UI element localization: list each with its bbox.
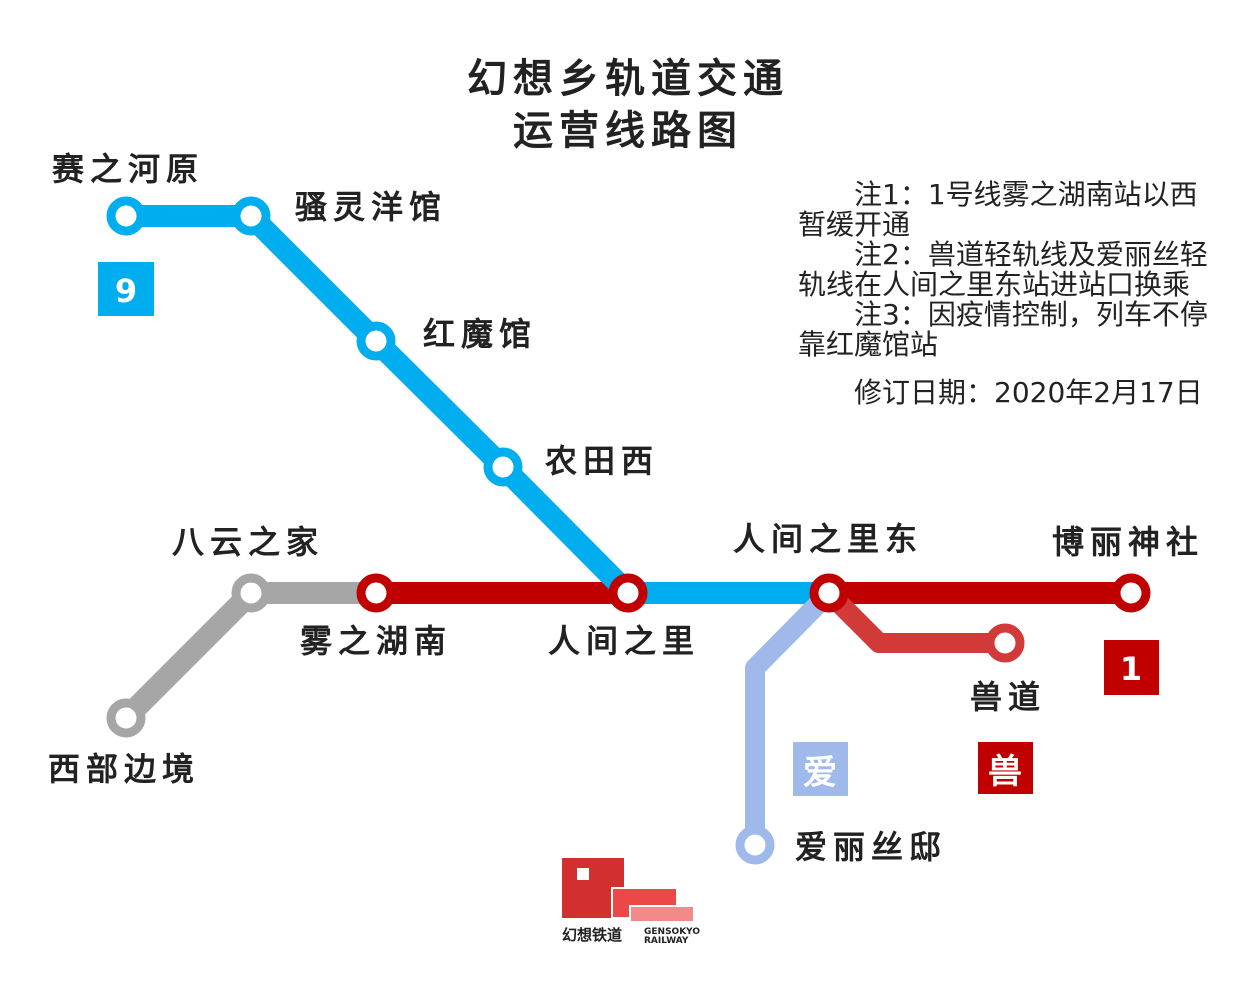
label-renjian-east: 人间之里东 (733, 520, 923, 558)
station-aili[interactable] (735, 825, 775, 865)
map-title-line2: 运营线路图 (513, 107, 743, 154)
station-wuzhi[interactable] (356, 573, 396, 613)
station-xibu[interactable] (106, 698, 146, 738)
label-saoling: 骚灵洋馆 (295, 188, 447, 226)
label-aili: 爱丽丝邸 (795, 828, 947, 866)
badge-line-shou-text: 兽 (988, 752, 1022, 792)
station-saoling[interactable] (231, 196, 271, 236)
label-renjian: 人间之里 (548, 622, 700, 660)
station-shoudao[interactable] (985, 623, 1025, 663)
station-renjian-east[interactable] (809, 573, 849, 613)
station-nongtian[interactable] (483, 447, 523, 487)
notes-panel: 注1：1号线雾之湖南站以西暂缓开通 注2：兽道轻轨线及爱丽丝轻轨线在人间之里东站… (798, 180, 1210, 408)
station-bayun[interactable] (231, 573, 271, 613)
revision-date: 修订日期：2020年2月17日 (854, 376, 1203, 409)
badge-line-ai-text: 爱 (803, 753, 837, 793)
badge-line-ai: 爱 (793, 742, 848, 796)
label-hongmo: 红魔馆 (423, 315, 537, 353)
label-saizhi: 赛之河原 (52, 150, 204, 188)
badge-line-9-text: 9 (115, 272, 137, 310)
gensokyo-railway-logo: 幻想铁道 GENSOKYO RAILWAY (562, 858, 700, 946)
label-boli: 博丽神社 (1052, 523, 1204, 561)
logo-en-bottom: RAILWAY (644, 936, 689, 946)
label-xibu: 西部边境 (48, 750, 200, 788)
station-saizhi[interactable] (106, 196, 146, 236)
line-ai-track (745, 583, 839, 855)
label-nongtian: 农田西 (545, 442, 659, 480)
badge-line-1-text: 1 (1120, 650, 1142, 688)
label-bayun: 八云之家 (172, 523, 324, 561)
station-boli[interactable] (1111, 573, 1151, 613)
badge-line-shou: 兽 (978, 742, 1033, 794)
logo-name: 幻想铁道 (562, 926, 622, 944)
logo-en-top: GENSOKYO (644, 927, 700, 937)
station-renjian[interactable] (608, 573, 648, 613)
label-shoudao: 兽道 (970, 678, 1046, 716)
label-wuzhi: 雾之湖南 (300, 622, 452, 660)
map-title-line1: 幻想乡轨道交通 (467, 55, 789, 102)
note-3: 注3：因疫情控制，列车不停靠红魔馆站 (798, 298, 1208, 361)
station-hongmo[interactable] (356, 321, 396, 361)
line-9-track (115, 205, 822, 604)
line-shou-track (819, 583, 1015, 653)
badge-line-1: 1 (1104, 640, 1159, 695)
note-1: 注1：1号线雾之湖南站以西暂缓开通 (798, 178, 1198, 241)
note-2: 注2：兽道轻轨线及爱丽丝轻轨线在人间之里东站进站口换乘 (798, 238, 1208, 301)
badge-line-9: 9 (98, 262, 154, 316)
